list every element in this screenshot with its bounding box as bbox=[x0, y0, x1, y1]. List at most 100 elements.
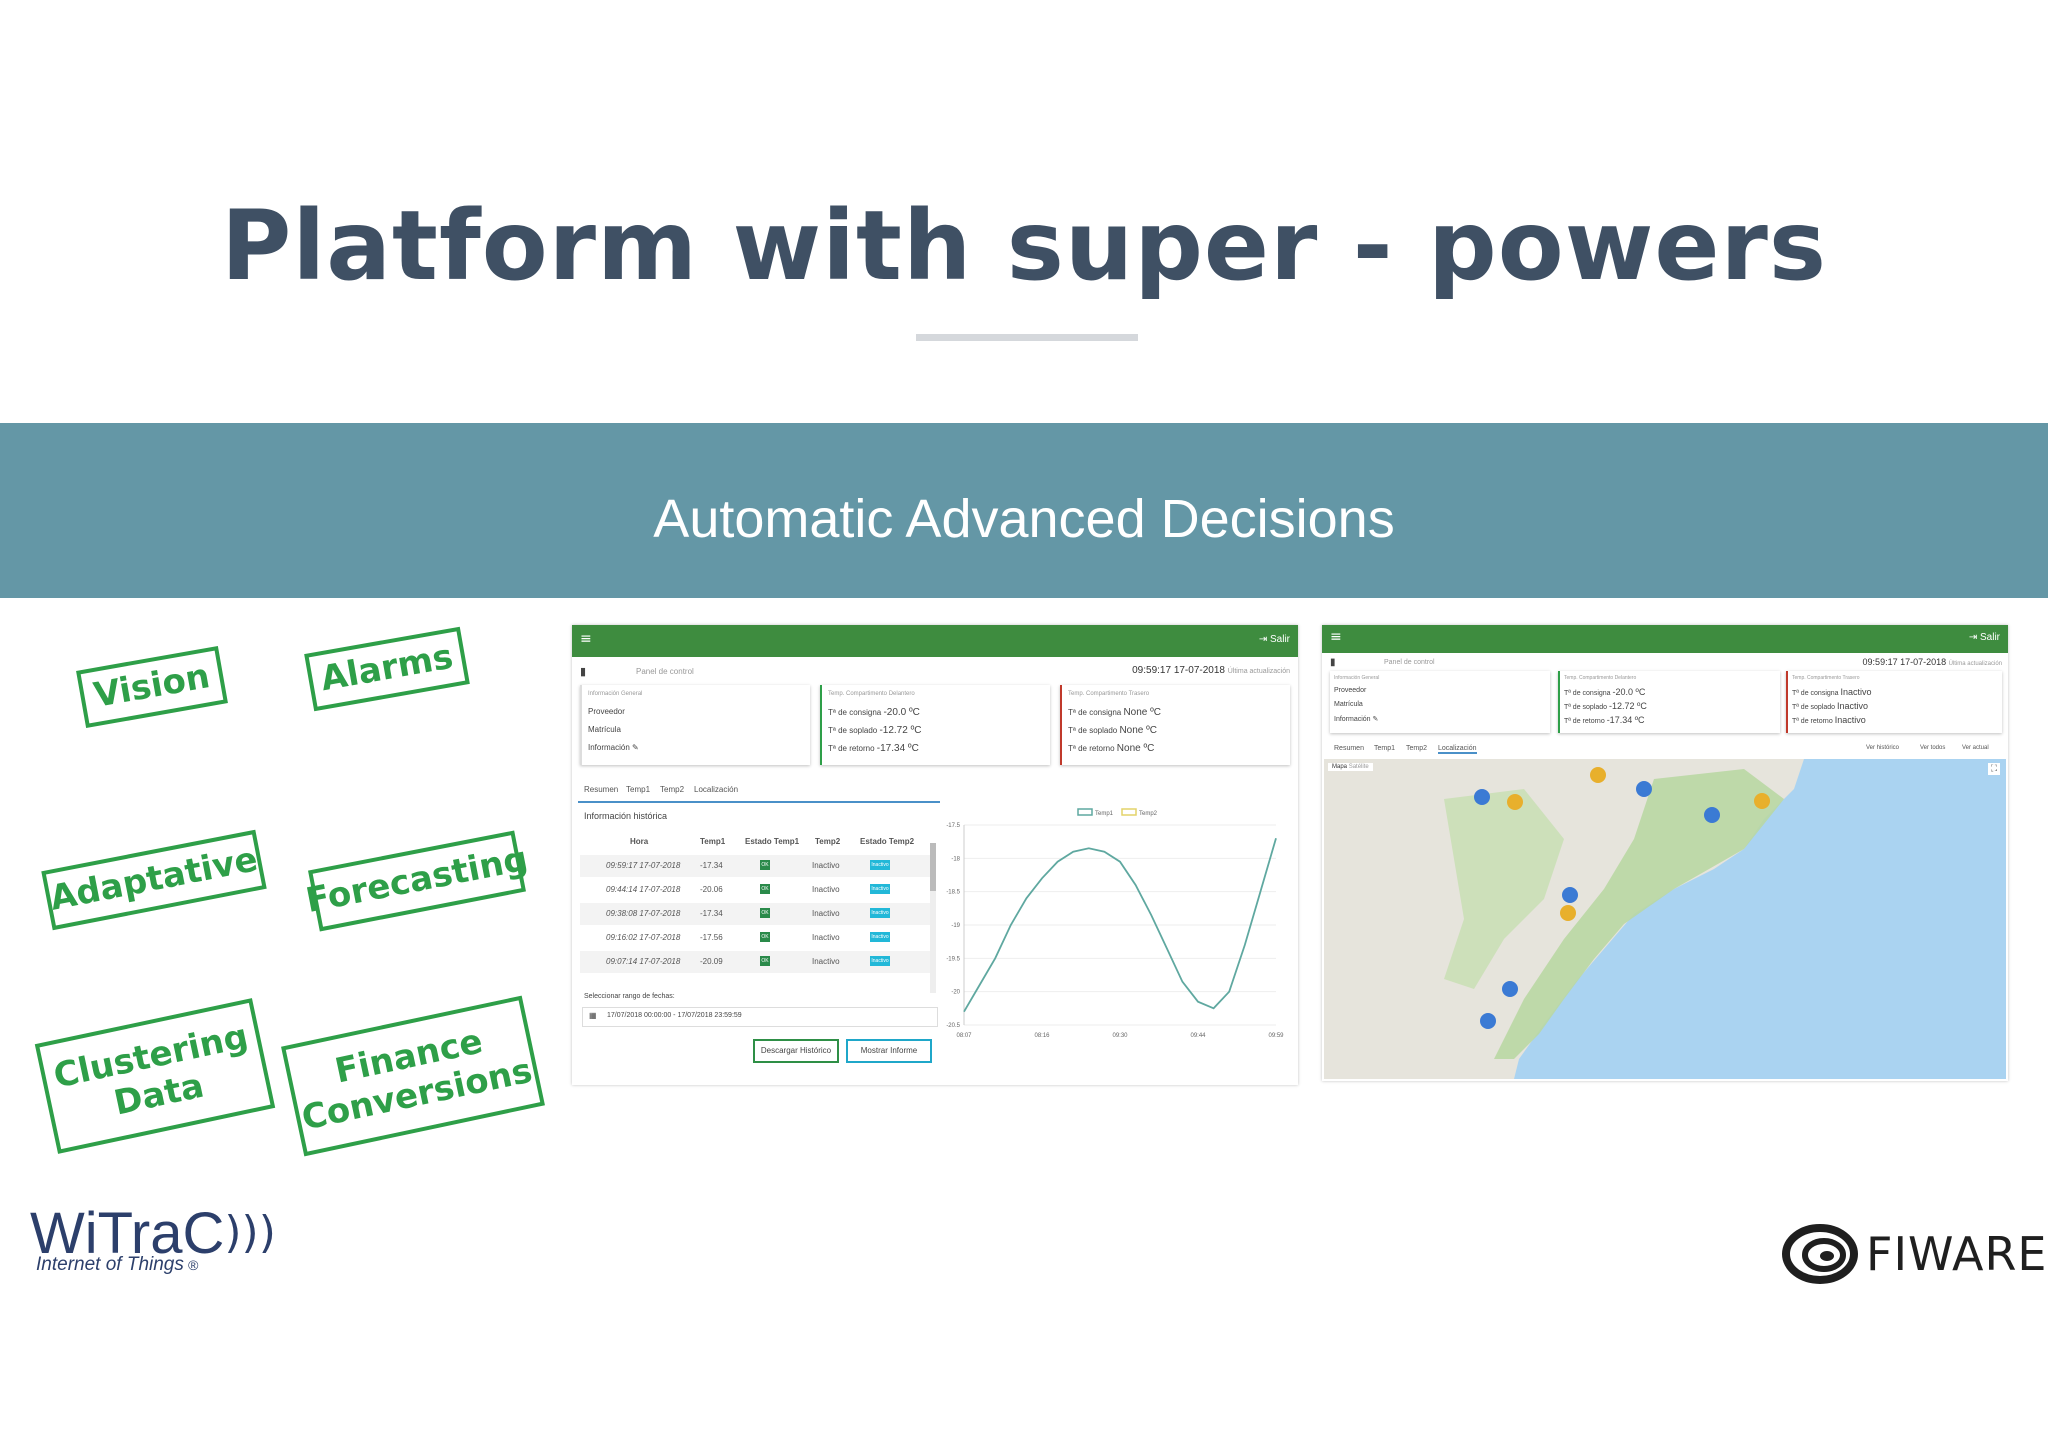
info-label[interactable]: Información ✎ bbox=[588, 743, 639, 752]
ok-badge: OK bbox=[760, 860, 770, 870]
date-range-input[interactable]: ▦ 17/07/2018 00:00:00 - 17/07/2018 23:59… bbox=[582, 1007, 938, 1027]
witrac-logo: WiTraC))) Internet of Things® bbox=[30, 1200, 276, 1275]
timestamp-value: 09:59:17 17-07-2018 bbox=[1132, 665, 1225, 676]
view-current-action[interactable]: Ver actual bbox=[1962, 745, 1989, 751]
cluster-marker-yellow[interactable] bbox=[1560, 905, 1576, 921]
ok-badge: OK bbox=[760, 956, 770, 966]
cluster-marker-blue[interactable] bbox=[1502, 981, 1518, 997]
map-app-topbar: ≡ ⇥ Salir bbox=[1322, 625, 2008, 653]
map-canvas[interactable]: Mapa Satélite ⛶ bbox=[1324, 759, 2006, 1079]
cluster-marker-blue[interactable] bbox=[1562, 887, 1578, 903]
cluster-marker-yellow[interactable] bbox=[1754, 793, 1770, 809]
view-history-action[interactable]: Ver histórico bbox=[1866, 745, 1900, 751]
col-temp1: Temp1 bbox=[700, 837, 726, 846]
cell-temp1: -17.34 bbox=[700, 861, 723, 870]
cell-temp1: -17.34 bbox=[700, 909, 723, 918]
map-front-set-value: -20.0 ºC bbox=[1612, 687, 1646, 697]
stamp-finance-conversions: Finance Conversions bbox=[281, 995, 545, 1157]
table-row[interactable]: 09:38:08 17-07-2018 -17.34 OK Inactivo I… bbox=[580, 903, 936, 925]
front-header: Temp. Compartimento Delantero bbox=[828, 691, 915, 697]
download-history-button[interactable]: Descargar Histórico bbox=[753, 1039, 839, 1063]
rear-compartment-card: Temp. Compartimento Trasero Tª de consig… bbox=[1060, 685, 1290, 765]
series-line-temp1 bbox=[963, 838, 1277, 1013]
front-compartment-card: Temp. Compartimento Delantero Tª de cons… bbox=[820, 685, 1050, 765]
col-hora: Hora bbox=[630, 837, 649, 846]
cell-time: 09:07:14 17-07-2018 bbox=[606, 957, 681, 966]
map-info-label[interactable]: Información ✎ bbox=[1334, 715, 1378, 723]
map-type-map[interactable]: Mapa bbox=[1332, 764, 1348, 770]
map-rear-return-label: Tª de retorno bbox=[1792, 718, 1833, 725]
inactive-badge: Inactivo bbox=[870, 908, 890, 918]
map-general-card: Información General Proveedor Matrícula … bbox=[1330, 671, 1550, 733]
table-row[interactable]: 09:59:17 17-07-2018 -17.34 OK Inactivo I… bbox=[580, 855, 936, 877]
tab-resumen[interactable]: Resumen bbox=[584, 785, 619, 794]
map-rear-blow-value: Inactivo bbox=[1837, 701, 1869, 711]
rear-header: Temp. Compartimento Trasero bbox=[1068, 691, 1150, 697]
map-tab-resumen[interactable]: Resumen bbox=[1334, 745, 1364, 752]
table-scrollbar[interactable] bbox=[930, 843, 936, 993]
table-row[interactable]: 09:16:02 17-07-2018 -17.56 OK Inactivo I… bbox=[580, 927, 936, 949]
map-pencil-icon[interactable]: ✎ bbox=[1372, 716, 1379, 723]
y-tick-label: -17.5 bbox=[946, 823, 960, 829]
map-tab-localizacion[interactable]: Localización bbox=[1438, 745, 1477, 754]
cluster-marker-yellow[interactable] bbox=[1507, 794, 1523, 810]
cell-temp1: -17.56 bbox=[700, 933, 723, 942]
stamp-adaptative: Adaptative bbox=[41, 829, 267, 931]
scrollbar-thumb[interactable] bbox=[930, 843, 936, 891]
table-row[interactable]: 09:07:14 17-07-2018 -20.09 OK Inactivo I… bbox=[580, 951, 936, 973]
cell-temp2: Inactivo bbox=[812, 957, 840, 966]
map-menu-icon[interactable]: ≡ bbox=[1330, 629, 1342, 645]
tab-underline bbox=[578, 801, 940, 803]
map-front-return-value: -17.34 ºC bbox=[1606, 715, 1645, 725]
menu-icon[interactable]: ≡ bbox=[580, 631, 592, 647]
app-topbar: ≡ ⇥ Salir bbox=[572, 625, 1298, 657]
y-tick-label: -20 bbox=[951, 990, 960, 996]
banner-text: Automatic Advanced Decisions bbox=[653, 489, 1395, 549]
show-report-button[interactable]: Mostrar Informe bbox=[846, 1039, 932, 1063]
cluster-marker-blue[interactable] bbox=[1474, 789, 1490, 805]
table-row[interactable]: 09:44:14 17-07-2018 -20.06 OK Inactivo I… bbox=[580, 879, 936, 901]
plate-label: Matrícula bbox=[588, 725, 621, 734]
cluster-marker-blue[interactable] bbox=[1636, 781, 1652, 797]
inactive-badge: Inactivo bbox=[870, 956, 890, 966]
stamp-forecasting: Forecasting bbox=[303, 830, 531, 932]
map-panel-title: Panel de control bbox=[1384, 659, 1435, 666]
fullscreen-icon[interactable]: ⛶ bbox=[1988, 763, 2000, 775]
inactive-badge: Inactivo bbox=[870, 932, 890, 942]
tab-temp1[interactable]: Temp1 bbox=[626, 785, 651, 794]
range-label: Seleccionar rango de fechas: bbox=[584, 993, 675, 1000]
cluster-marker-yellow[interactable] bbox=[1590, 767, 1606, 783]
cluster-marker-blue[interactable] bbox=[1480, 1013, 1496, 1029]
stamp-alarms: Alarms bbox=[304, 626, 470, 712]
pencil-icon[interactable]: ✎ bbox=[632, 743, 639, 752]
table-header: Hora Temp1 Estado Temp1 Temp2 Estado Tem… bbox=[580, 831, 936, 853]
cluster-marker-blue[interactable] bbox=[1704, 807, 1720, 823]
map-front-card: Temp. Compartimento Delantero Tª de cons… bbox=[1558, 671, 1780, 733]
col-temp2: Temp2 bbox=[815, 837, 841, 846]
timestamp: 09:59:17 17-07-2018 Última actualización bbox=[1132, 665, 1290, 676]
banner bbox=[0, 423, 2048, 598]
tab-temp2[interactable]: Temp2 bbox=[660, 785, 685, 794]
inactive-badge: Inactivo bbox=[870, 860, 890, 870]
cell-temp2: Inactivo bbox=[812, 909, 840, 918]
tab-localizacion[interactable]: Localización bbox=[694, 785, 739, 794]
map-type-satellite[interactable]: Satélite bbox=[1348, 764, 1369, 770]
cell-time: 09:44:14 17-07-2018 bbox=[606, 885, 681, 894]
map-rear-card: Temp. Compartimento Trasero Tª de consig… bbox=[1786, 671, 2002, 733]
map-tab-temp2[interactable]: Temp2 bbox=[1406, 745, 1428, 752]
map-type-toggle[interactable]: Mapa Satélite bbox=[1328, 763, 1373, 771]
map-exit-label: Salir bbox=[1979, 632, 2000, 643]
y-tick-label: -19.5 bbox=[946, 956, 960, 962]
map-tab-temp1[interactable]: Temp1 bbox=[1374, 745, 1396, 752]
cell-time: 09:16:02 17-07-2018 bbox=[606, 933, 681, 942]
witrac-wordmark: WiTraC bbox=[30, 1201, 225, 1266]
cell-temp2: Inactivo bbox=[812, 885, 840, 894]
map-exit-link[interactable]: ⇥ Salir bbox=[1968, 632, 2000, 643]
legend-swatch bbox=[1121, 808, 1137, 816]
exit-link[interactable]: ⇥ Salir bbox=[1258, 634, 1290, 645]
y-tick-label: -20.5 bbox=[946, 1023, 960, 1029]
map-last-update-label: Última actualización bbox=[1948, 661, 2002, 667]
view-all-action[interactable]: Ver todos bbox=[1920, 745, 1946, 751]
ok-badge: OK bbox=[760, 932, 770, 942]
